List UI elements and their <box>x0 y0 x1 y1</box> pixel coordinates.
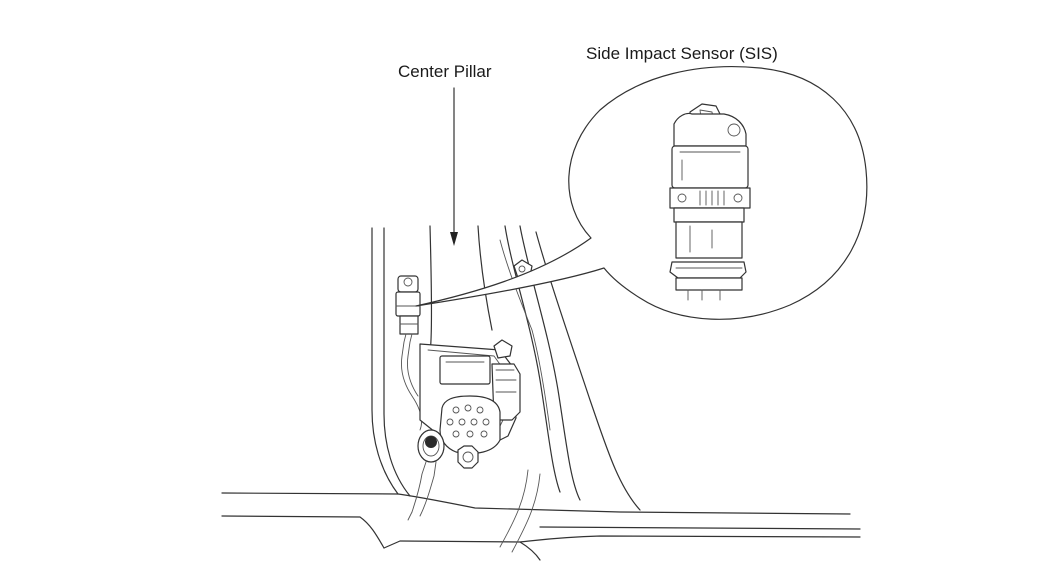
side-impact-sensor-label: Side Impact Sensor (SIS) <box>586 44 778 63</box>
wire-connector <box>407 429 445 521</box>
center-pillar-arrow <box>450 87 458 246</box>
sis-enlarged <box>669 103 751 301</box>
sis-on-pillar <box>395 275 423 431</box>
sis-callout-bubble <box>415 66 868 320</box>
center-pillar-label: Center Pillar <box>398 62 492 81</box>
latch-mechanism <box>419 339 521 469</box>
center-pillar-body <box>221 225 861 561</box>
